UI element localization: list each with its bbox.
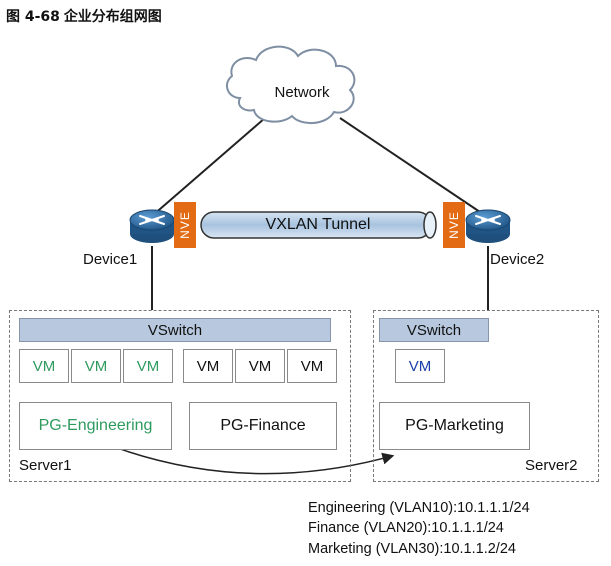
nve-label: NVE [178, 211, 192, 239]
cloud-icon [225, 45, 356, 124]
legend-finance: Finance (VLAN20):10.1.1.1/24 [308, 520, 504, 536]
server2-vswitch: VSwitch [379, 318, 489, 342]
device2-label: Device2 [490, 251, 545, 268]
server1-label: Server1 [19, 457, 72, 474]
server1-vswitch: VSwitch [19, 318, 331, 342]
nve-label: NVE [447, 211, 461, 239]
migration-arrow [95, 439, 395, 475]
pg-marketing: PG-Marketing [379, 402, 530, 450]
vm-finance: VM [183, 349, 233, 383]
figure-title: 图 4-68 企业分布组网图 [6, 6, 162, 26]
server2-label: Server2 [525, 457, 578, 474]
vxlan-tunnel [200, 211, 437, 239]
vm-engineering: VM [71, 349, 121, 383]
vm-finance: VM [235, 349, 285, 383]
router-icon [465, 209, 511, 243]
pg-engineering: PG-Engineering [19, 402, 172, 450]
vm-finance: VM [287, 349, 337, 383]
legend-engineering: Engineering (VLAN10):10.1.1.1/24 [308, 500, 530, 516]
link-device2-network [339, 117, 481, 213]
device1-label: Device1 [83, 251, 138, 268]
figure-number: 图 4-68 [6, 9, 60, 25]
server1-box [9, 310, 351, 482]
network-label: Network [274, 84, 330, 101]
tunnel-label: VXLAN Tunnel [265, 216, 371, 233]
figure-caption: 企业分布组网图 [63, 8, 162, 24]
vm-engineering: VM [19, 349, 69, 383]
server2-box [373, 310, 599, 482]
router-icon [129, 209, 175, 243]
nve-device1: NVE [174, 202, 196, 248]
vm-engineering: VM [123, 349, 173, 383]
pg-finance: PG-Finance [189, 402, 337, 450]
link-device1-network [151, 117, 266, 217]
vm-marketing: VM [395, 349, 445, 383]
nve-device2: NVE [443, 202, 465, 248]
legend-marketing: Marketing (VLAN30):10.1.1.2/24 [308, 541, 516, 557]
